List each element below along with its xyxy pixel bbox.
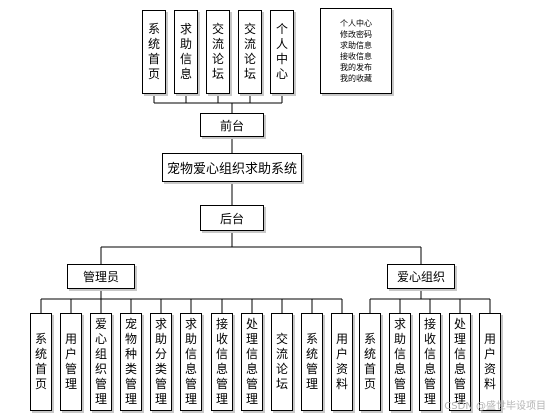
module-label: 个人中心 [275, 22, 288, 81]
admin-module-home: 系统首页 [30, 313, 52, 411]
admin-module-user-mgmt: 用户管理 [60, 313, 82, 411]
front-node: 前台 [200, 113, 264, 137]
org-module-receive-info-mgmt: 接收信息管理 [419, 313, 441, 411]
module-label: 系统首页 [147, 22, 160, 81]
org-module-help-info-mgmt: 求助信息管理 [389, 313, 411, 411]
front-module-personal-center: 个人中心 [270, 10, 294, 94]
module-label: 用户资料 [335, 332, 348, 391]
module-label: 接收信息管理 [215, 317, 228, 406]
module-label: 用户管理 [64, 332, 77, 391]
admin-module-user-profile: 用户资料 [331, 313, 353, 411]
admin-module-help-category-mgmt: 求助分类管理 [150, 313, 172, 411]
module-label: 爱心组织管理 [94, 317, 107, 406]
system-title: 宠物爱心组织求助系统 [166, 162, 297, 177]
module-label: 求助分类管理 [154, 317, 167, 406]
submenu-item: 我的发布 [340, 63, 372, 72]
module-label: 宠物种类管理 [124, 317, 137, 406]
front-label: 前台 [219, 118, 244, 133]
front-module-home: 系统首页 [142, 10, 166, 94]
module-label: 用户资料 [483, 332, 496, 391]
module-label: 交流论坛 [275, 332, 288, 391]
module-label: 处理信息管理 [245, 317, 258, 406]
admin-module-forum: 交流论坛 [271, 313, 293, 411]
front-module-forum-2: 交流论坛 [238, 10, 262, 94]
admin-module-help-info-mgmt: 求助信息管理 [180, 313, 202, 411]
front-module-help-info: 求助信息 [174, 10, 198, 94]
module-label: 求助信息 [179, 22, 192, 81]
system-title-node: 宠物爱心组织求助系统 [162, 153, 302, 182]
module-label: 交流论坛 [211, 22, 224, 81]
submenu-item: 求助信息 [340, 41, 372, 50]
module-label: 系统首页 [34, 332, 47, 391]
org-module-home: 系统首页 [359, 313, 381, 411]
org-label: 爱心组织 [396, 270, 445, 284]
admin-module-process-info-mgmt: 处理信息管理 [241, 313, 263, 411]
org-module-process-info-mgmt: 处理信息管理 [449, 313, 471, 411]
watermark: CSDN @盛世毕设项目 [444, 401, 546, 412]
module-label: 系统管理 [305, 332, 318, 391]
module-label: 接收信息管理 [423, 317, 436, 406]
back-label: 后台 [219, 211, 244, 226]
front-module-forum-1: 交流论坛 [206, 10, 230, 94]
submenu-item: 修改密码 [340, 30, 372, 39]
admin-label: 管理员 [82, 270, 119, 284]
admin-module-receive-info-mgmt: 接收信息管理 [211, 313, 233, 411]
module-label: 处理信息管理 [453, 317, 466, 406]
admin-node: 管理员 [67, 264, 135, 289]
module-label: 系统首页 [363, 332, 376, 391]
module-label: 求助信息管理 [184, 317, 197, 406]
submenu-item: 个人中心 [340, 19, 372, 28]
admin-module-org-mgmt: 爱心组织管理 [90, 313, 112, 411]
module-label: 交流论坛 [243, 22, 256, 81]
submenu-item: 我的收藏 [340, 74, 372, 83]
admin-module-pet-type-mgmt: 宠物种类管理 [120, 313, 142, 411]
submenu-item: 接收信息 [340, 52, 372, 61]
admin-module-system-mgmt: 系统管理 [301, 313, 323, 411]
org-node: 爱心组织 [387, 264, 455, 289]
org-module-user-profile: 用户资料 [479, 313, 501, 411]
module-label: 求助信息管理 [393, 317, 406, 406]
back-node: 后台 [200, 205, 264, 231]
personal-center-submenu: 个人中心 修改密码 求助信息 接收信息 我的发布 我的收藏 [320, 8, 392, 94]
